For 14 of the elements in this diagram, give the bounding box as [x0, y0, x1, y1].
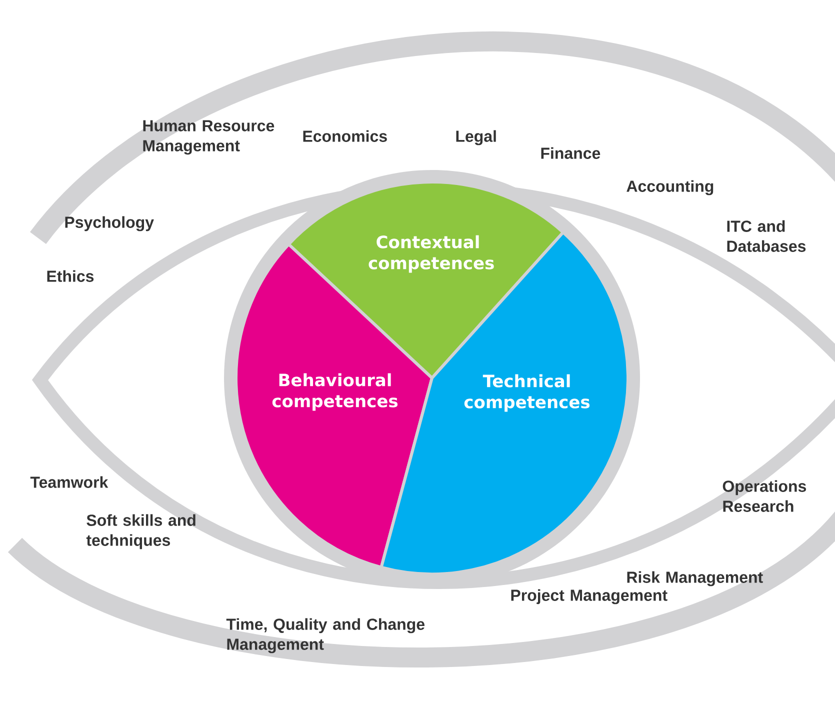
topic-label: Ethics	[47, 270, 94, 282]
topic-label: Psychology	[65, 216, 154, 232]
topic-label: Finance	[541, 147, 600, 159]
topic-label: Risk Management	[627, 571, 763, 586]
topic-label: ITC and Databases	[727, 220, 806, 252]
topic-label: Time, Quality and Change Management	[226, 618, 424, 654]
topic-label: Teamwork	[30, 476, 108, 488]
topic-label: Operations Research	[722, 480, 806, 512]
topic-label: Legal	[456, 130, 496, 146]
topic-label: Soft skills and techniques	[86, 514, 196, 550]
topic-label: Project Management	[511, 589, 668, 604]
topic-label: Economics	[303, 130, 387, 142]
topic-label: Accounting	[626, 180, 714, 196]
topic-label: Human Resource Management	[143, 120, 274, 155]
